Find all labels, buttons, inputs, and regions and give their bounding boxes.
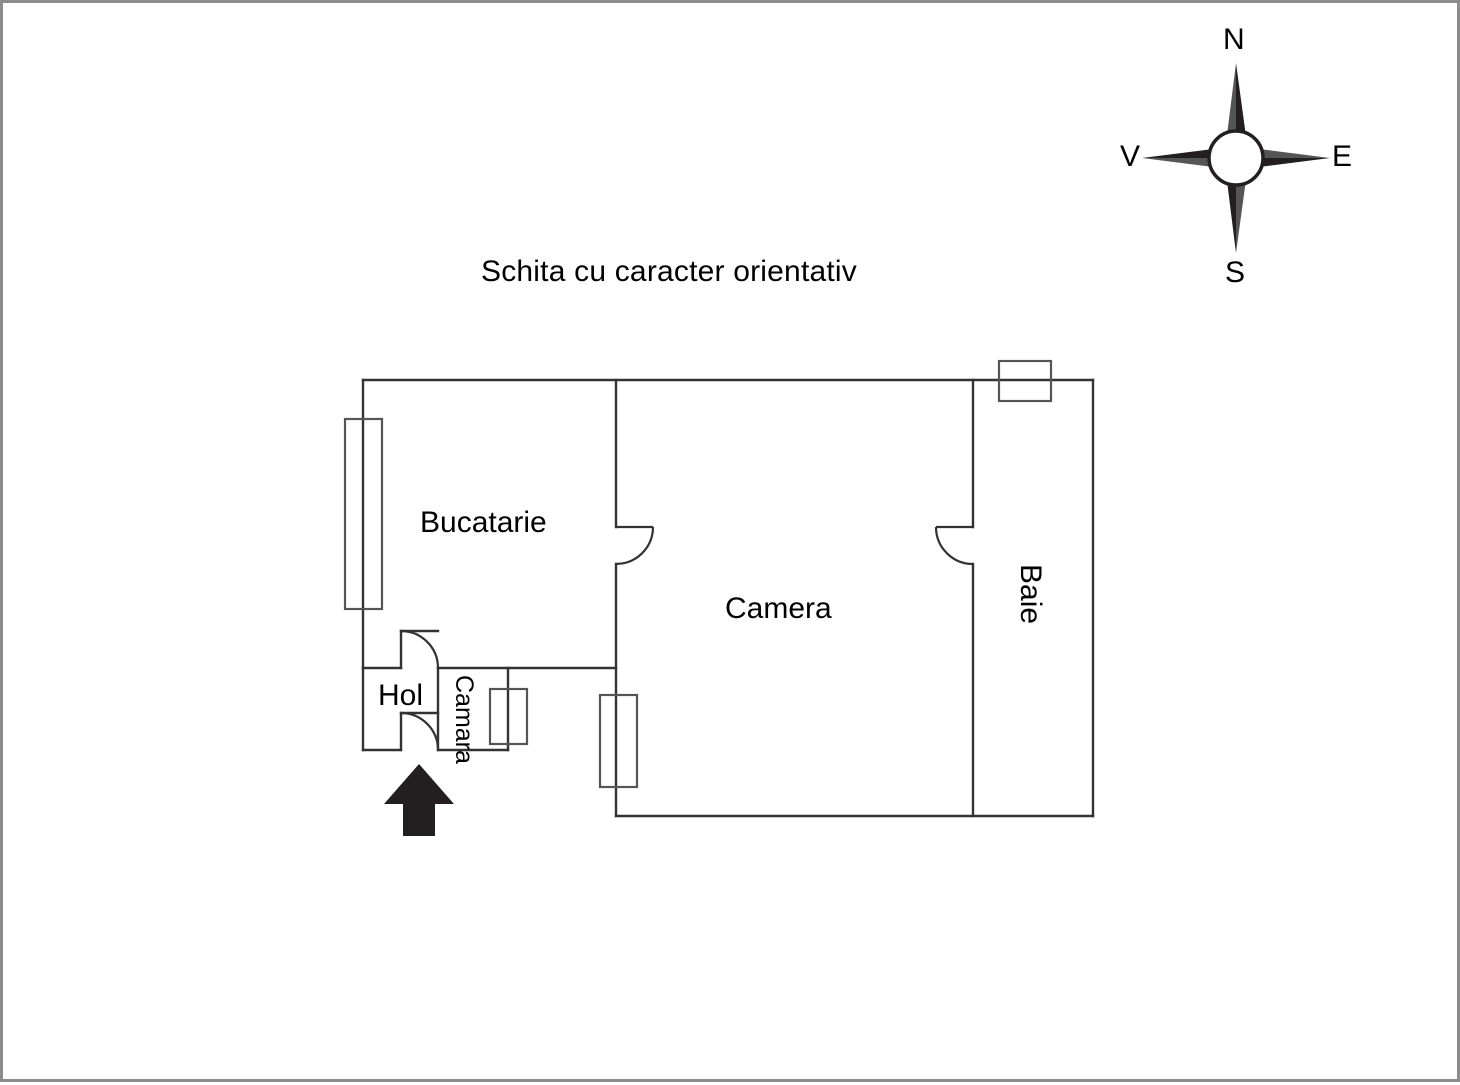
room-label-baie: Baie bbox=[1014, 564, 1047, 625]
compass-label-east: E bbox=[1332, 140, 1353, 173]
window-camera-west bbox=[598, 693, 639, 789]
window-camara-east bbox=[488, 687, 529, 746]
room-label-hol: Hol bbox=[378, 679, 424, 712]
door-arcs-group bbox=[400, 525, 974, 751]
entrance-arrow-shape bbox=[384, 764, 454, 836]
door-arc-hol-bucatarie bbox=[400, 629, 440, 669]
compass-label-west: V bbox=[1120, 140, 1141, 173]
window-camera-north bbox=[997, 359, 1053, 403]
room-label-camera: Camera bbox=[725, 592, 832, 625]
door-arc-bucatarie-camera bbox=[615, 526, 655, 566]
window-bucatarie-west bbox=[343, 417, 384, 611]
page-title: Schita cu caracter orientativ bbox=[481, 255, 857, 288]
floor-plan-drawing bbox=[343, 63, 1330, 836]
compass-center-circle bbox=[1207, 129, 1265, 187]
room-label-bucatarie: Bucatarie bbox=[420, 506, 547, 539]
compass-label-north: N bbox=[1223, 23, 1245, 56]
compass-rose-graphic bbox=[1142, 63, 1330, 253]
room-label-camara: Camara bbox=[450, 675, 478, 764]
door-arc-hol-entrance bbox=[400, 711, 440, 751]
door-arc-camera-baie bbox=[934, 526, 974, 566]
windows-group bbox=[343, 359, 1053, 789]
compass-label-south: S bbox=[1225, 256, 1246, 289]
entrance-arrow-graphic bbox=[384, 764, 454, 836]
